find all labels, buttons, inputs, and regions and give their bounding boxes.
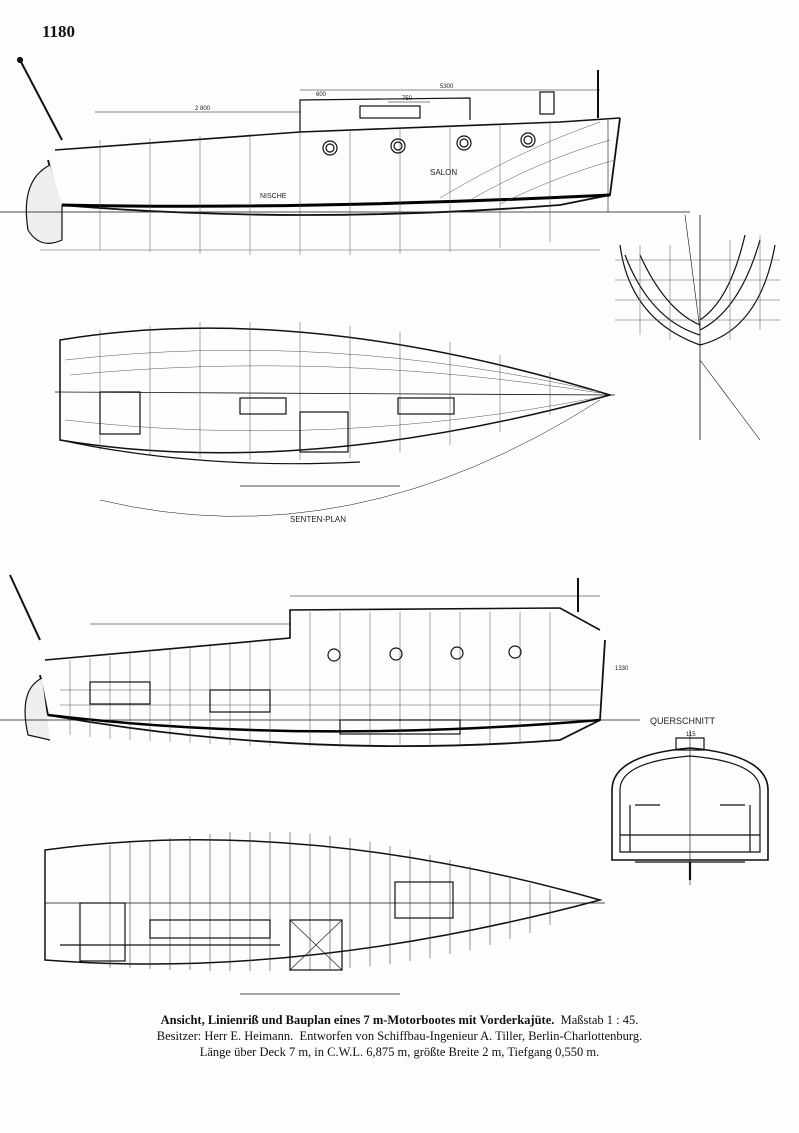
dim-600: 600 xyxy=(316,92,327,98)
salon-label: SALON xyxy=(430,168,457,177)
page-number: 1180 xyxy=(42,22,76,41)
senten-plan-label: SENTEN-PLAN xyxy=(290,515,346,524)
side-view-elevation xyxy=(0,56,690,255)
longitudinal-section xyxy=(0,574,640,748)
dim-750: 750 xyxy=(402,96,413,102)
dim-115: 115 xyxy=(686,732,696,738)
caption-scale: Maßstab 1 : 45. xyxy=(560,1013,639,1027)
dim-1330: 1330 xyxy=(615,666,629,672)
caption-owner: Herr E. Heimann. xyxy=(204,1029,294,1043)
caption-title: Ansicht, Linienriß und Bauplan eines 7 m… xyxy=(0,1013,799,1028)
nische-label: NISCHE xyxy=(260,193,287,200)
cross-section xyxy=(611,730,769,885)
caption-owner-label: Besitzer: xyxy=(156,1029,202,1043)
querschnitt-label: QUERSCHNITT xyxy=(650,716,716,726)
caption-dimensions: Länge über Deck 7 m, in C.W.L. 6,875 m, … xyxy=(199,1045,600,1059)
body-plan-sections xyxy=(615,214,780,441)
caption-title-text: Ansicht, Linienriß und Bauplan eines 7 m… xyxy=(160,1013,555,1027)
boat-drawings: SALON NISCHE 5300 2 800 750 600 SENTEN-P… xyxy=(0,56,780,995)
caption-designer: Entworfen von Schiffbau-Ingenieur A. Til… xyxy=(299,1029,643,1043)
half-breadth-plan xyxy=(54,322,616,517)
construction-plan xyxy=(44,832,605,995)
dim-total: 5300 xyxy=(440,84,454,90)
dim-2800: 2 800 xyxy=(195,106,211,112)
caption-owner-line: Besitzer: Herr E. Heimann. Entworfen von… xyxy=(0,1029,799,1044)
